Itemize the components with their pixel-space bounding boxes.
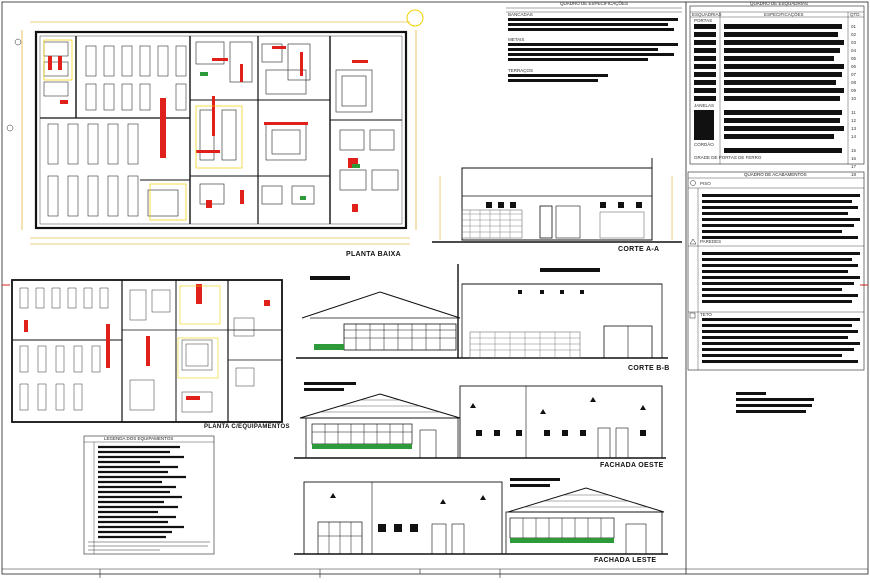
label-corte-bb: CORTE B-B xyxy=(628,365,670,372)
finishes-group-teto: TETO xyxy=(700,312,712,317)
qty-cell: 07 xyxy=(851,72,857,77)
finishes-table xyxy=(687,171,865,371)
frames-header-qtd: QTD. xyxy=(850,12,861,17)
qty-cell: 01 xyxy=(851,24,857,29)
frames-header-esquadrias: ESQUADRIAS xyxy=(692,12,722,17)
specs-table-title: QUADRO DE ESPECIFICAÇÕES xyxy=(560,1,629,6)
qty-cell: 18 xyxy=(851,172,857,177)
floor-plan-main xyxy=(6,9,424,245)
qty-cell: 03 xyxy=(851,40,857,45)
qty-cell: 11 xyxy=(851,110,856,115)
qty-cell: 06 xyxy=(851,64,857,69)
specs-section-metais: METAIS xyxy=(508,37,525,42)
qty-cell: 09 xyxy=(851,88,857,93)
frames-table-title: QUADRO DE ESQUADRIAS xyxy=(750,1,809,6)
qty-cell: 12 xyxy=(851,118,857,123)
qty-cell: 04 xyxy=(851,48,857,53)
finishes-table-title: QUADRO DE ACABAMENTOS xyxy=(744,172,807,177)
elevation-west xyxy=(294,385,666,459)
specs-section-terracos: TERRAÇOS xyxy=(508,68,534,73)
elevation-east xyxy=(294,481,668,555)
qty-cell: 05 xyxy=(851,56,857,61)
label-planta-baixa: PLANTA BAIXA xyxy=(346,251,401,258)
label-fachada-leste: FACHADA LESTE xyxy=(594,557,657,564)
qty-cell: 13 xyxy=(851,126,857,131)
section-bb xyxy=(296,264,668,359)
qty-cell: 08 xyxy=(851,80,857,85)
frames-group-janelas: JANELAS xyxy=(694,103,715,108)
frames-group-grade: GRADE DE PORTAS DE FERRO xyxy=(694,155,762,160)
qty-cell: 10 xyxy=(851,96,857,101)
equipment-legend-table xyxy=(83,435,215,555)
qty-cell: 17 xyxy=(851,164,857,169)
finishes-group-paredes: PAREDES xyxy=(700,239,722,244)
qty-cell: 02 xyxy=(851,32,857,37)
frames-group-cordao: CORDÃO xyxy=(694,142,714,147)
section-aa xyxy=(432,158,682,243)
floor-plan-equipment xyxy=(11,279,283,423)
annotation-bars xyxy=(304,268,814,487)
specs-section-bancadas: BANCADAS xyxy=(508,12,533,17)
specs-table xyxy=(506,7,682,82)
frames-table xyxy=(689,5,865,165)
finishes-group-piso: PISO xyxy=(700,181,711,186)
red-equipment-marks xyxy=(48,46,368,212)
qty-cell: 14 xyxy=(851,134,857,139)
frames-header-especificacoes: ESPECIFICAÇÕES xyxy=(764,12,804,17)
qty-cell: 16 xyxy=(851,156,857,161)
frames-group-portas: PORTAS xyxy=(694,18,713,23)
label-planta-equipamentos: PLANTA C/EQUIPAMENTOS xyxy=(204,424,290,430)
label-fachada-oeste: FACHADA OESTE xyxy=(600,462,664,469)
legend-table-title: LEGENDA DOS EQUIPAMENTOS xyxy=(104,436,174,441)
qty-cell: 15 xyxy=(851,148,857,153)
label-corte-aa: CORTE A-A xyxy=(618,246,660,253)
